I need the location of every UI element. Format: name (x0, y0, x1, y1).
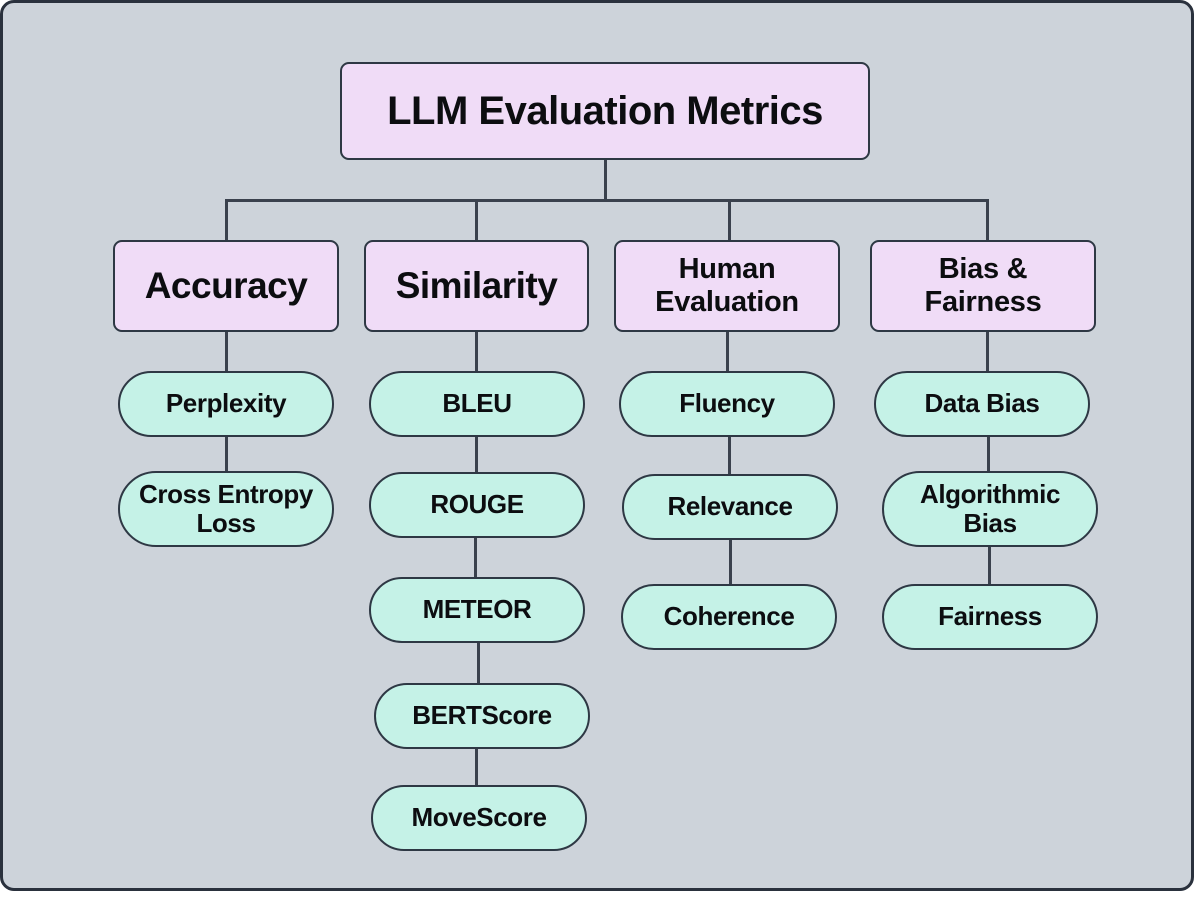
metric-node-movescore: MoveScore (371, 785, 587, 851)
metric-node-meteor: METEOR (369, 577, 585, 643)
metric-node-fairness: Fairness (882, 584, 1098, 650)
connector-bertscore-movescore (475, 749, 478, 785)
metric-node-perplexity: Perplexity (118, 371, 334, 437)
metric-node-bertscore: BERTScore (374, 683, 590, 749)
connector-drop-human-evaluation (728, 199, 731, 240)
connector-drop-bias-fairness (986, 199, 989, 240)
category-node-accuracy: Accuracy (113, 240, 339, 332)
metric-node-cross-entropy-loss: Cross Entropy Loss (118, 471, 334, 547)
connector-bleu-rouge (475, 437, 478, 472)
category-node-similarity: Similarity (364, 240, 589, 332)
connector-meteor-bertscore (477, 643, 480, 683)
metric-node-coherence: Coherence (621, 584, 837, 650)
metric-node-bleu: BLEU (369, 371, 585, 437)
connector-bias-databias (986, 332, 989, 371)
connector-drop-accuracy (225, 199, 228, 240)
connector-databias-algorithmicbias (987, 437, 990, 471)
metric-node-data-bias: Data Bias (874, 371, 1090, 437)
connector-rouge-meteor (474, 538, 477, 577)
connector-perplexity-crossentropy (225, 437, 228, 471)
metric-node-relevance: Relevance (622, 474, 838, 540)
connector-algorithmicbias-fairness (988, 547, 991, 584)
connector-human-fluency (726, 332, 729, 371)
metric-node-algorithmic-bias: Algorithmic Bias (882, 471, 1098, 547)
category-node-bias-fairness: Bias & Fairness (870, 240, 1096, 332)
connector-accuracy-perplexity (225, 332, 228, 371)
connector-relevance-coherence (729, 540, 732, 584)
root-node-llm-evaluation-metrics: LLM Evaluation Metrics (340, 62, 870, 160)
connector-rail (225, 199, 989, 202)
metric-node-rouge: ROUGE (369, 472, 585, 538)
connector-drop-similarity (475, 199, 478, 240)
metric-node-fluency: Fluency (619, 371, 835, 437)
category-node-human-evaluation: Human Evaluation (614, 240, 840, 332)
connector-fluency-relevance (728, 437, 731, 474)
connector-similarity-bleu (475, 332, 478, 371)
connector-root-stem (604, 160, 607, 200)
